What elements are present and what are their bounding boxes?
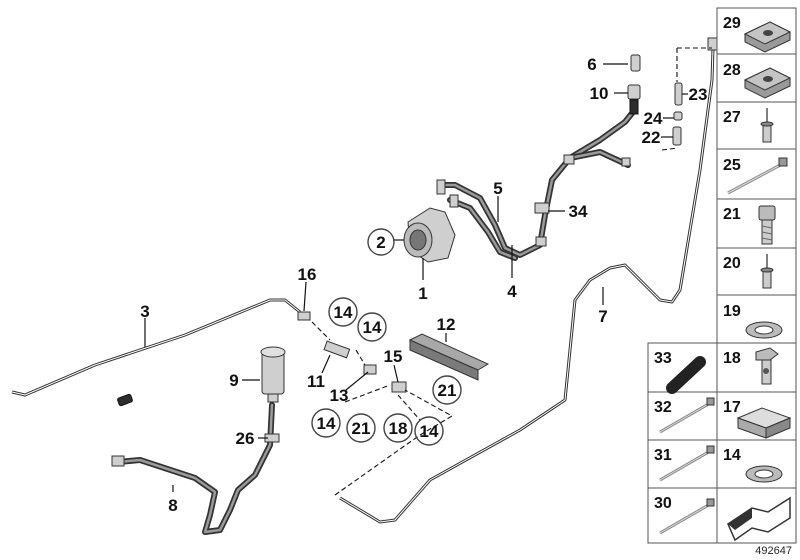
table-num-17: 17 — [723, 399, 741, 416]
callout-circle-14c — [311, 408, 341, 438]
cable-tie-30-icon — [659, 498, 715, 535]
table-num-14: 14 — [723, 447, 741, 464]
table-num-30: 30 — [654, 495, 672, 512]
fluid-reservoir — [260, 346, 286, 403]
cell-27 — [716, 101, 797, 150]
callout-circle-14d — [414, 416, 444, 446]
label-5: 5 — [493, 179, 502, 198]
clip-29-icon — [743, 21, 792, 53]
cell-32 — [647, 391, 718, 441]
label-7: 7 — [598, 307, 607, 326]
box-17-icon — [736, 407, 792, 439]
label-2: 2 — [376, 233, 385, 252]
table-num-25: 25 — [723, 157, 741, 174]
callout-circle-14b — [357, 312, 387, 342]
table-num-32: 32 — [654, 399, 672, 416]
label-12: 12 — [437, 315, 456, 334]
bar-part-12 — [408, 333, 490, 381]
arrow-icon — [727, 496, 791, 542]
cable-tie-32-icon — [659, 397, 715, 434]
table-num-18: 18 — [723, 350, 741, 367]
callout-circle-2 — [367, 228, 395, 256]
label-14a: 14 — [334, 303, 353, 322]
label-24: 24 — [644, 109, 663, 128]
clutch-slave-cylinder — [403, 179, 459, 263]
banjo-bolt-18-icon — [755, 347, 779, 385]
label-23: 23 — [689, 85, 708, 104]
table-num-33: 33 — [654, 350, 672, 367]
label-14d: 14 — [420, 422, 439, 441]
leader-lines — [144, 63, 688, 492]
rivet-20-icon — [760, 254, 774, 289]
label-21b: 21 — [438, 381, 457, 400]
clip-28-icon — [743, 67, 792, 99]
small-parts-middle — [297, 311, 407, 393]
table-num-20: 20 — [723, 255, 741, 272]
label-9: 9 — [229, 371, 238, 390]
label-1: 1 — [418, 284, 427, 303]
label-15: 15 — [384, 347, 403, 366]
label-10: 10 — [590, 84, 609, 103]
label-22: 22 — [642, 128, 661, 147]
parts-table: 29 28 27 25 21 20 19 18 17 14 33 32 31 3… — [647, 7, 797, 544]
label-14b: 14 — [363, 318, 382, 337]
table-num-19: 19 — [723, 303, 741, 320]
label-8: 8 — [168, 496, 177, 515]
label-11: 11 — [307, 372, 325, 391]
label-4: 4 — [507, 282, 517, 301]
table-num-29: 29 — [723, 15, 741, 32]
hose-piece-33-icon — [666, 356, 706, 394]
washer-19-icon — [745, 321, 783, 339]
label-14c: 14 — [317, 414, 336, 433]
label-21a: 21 — [352, 419, 371, 438]
label-18: 18 — [389, 419, 408, 438]
callouts: 1 2 3 4 5 6 7 8 9 10 11 12 13 14 14 14 1… — [140, 55, 707, 515]
callout-circle-14a — [328, 297, 358, 327]
cable-tie-31-icon — [659, 445, 715, 482]
rivet-27-icon — [760, 108, 774, 143]
callout-circle-18 — [383, 413, 413, 443]
table-num-21: 21 — [723, 206, 741, 223]
label-6: 6 — [587, 55, 596, 74]
cell-30 — [647, 487, 718, 544]
pipe-part-7 — [339, 37, 718, 524]
cell-18 — [716, 342, 797, 393]
washer-14-icon — [745, 465, 783, 483]
label-26: 26 — [236, 429, 255, 448]
bolt-21-icon — [758, 205, 776, 245]
label-3: 3 — [140, 302, 149, 321]
callout-circle-21b — [432, 375, 462, 405]
label-13: 13 — [330, 386, 349, 405]
hose-part-5 — [437, 109, 636, 261]
fittings-top — [627, 54, 683, 146]
pipe-part-3 — [11, 298, 301, 407]
label-34: 34 — [569, 202, 588, 221]
callout-circle-21a — [346, 413, 376, 443]
cable-tie-25-icon — [727, 157, 788, 195]
dashed-lines — [311, 47, 712, 496]
table-num-28: 28 — [723, 62, 741, 79]
table-num-27: 27 — [723, 109, 741, 126]
document-id: 492647 — [755, 545, 792, 557]
table-num-31: 31 — [654, 447, 672, 464]
hose-part-8 — [111, 402, 280, 535]
label-16: 16 — [298, 265, 317, 284]
